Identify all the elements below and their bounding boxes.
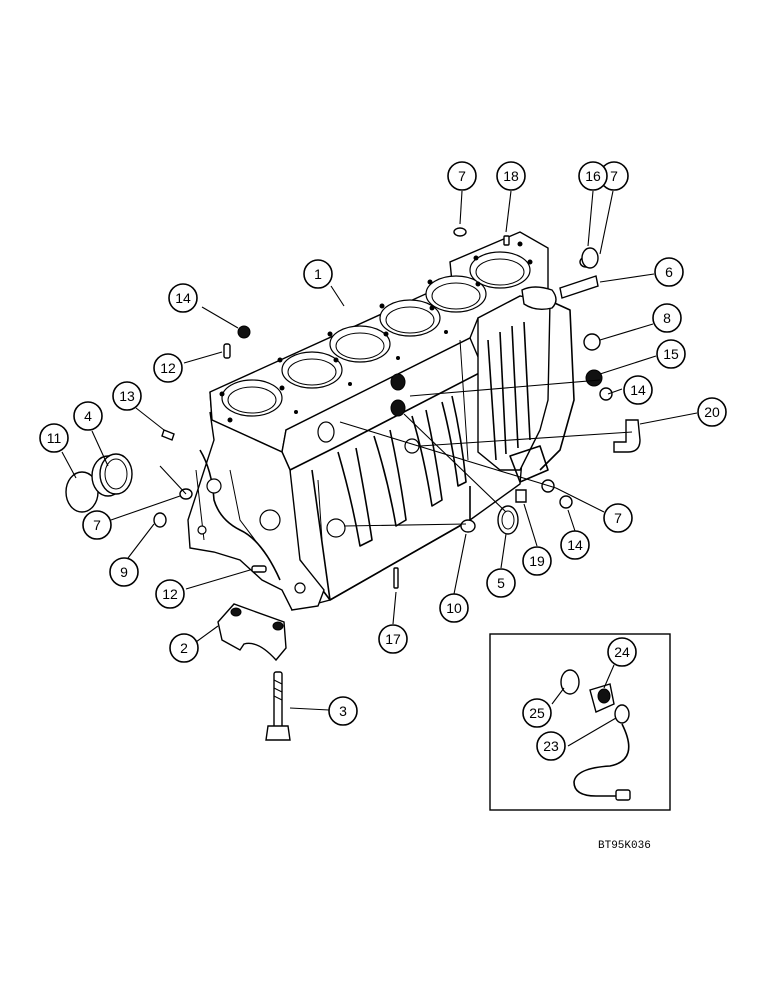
svg-text:15: 15 [663, 346, 679, 362]
svg-text:12: 12 [160, 360, 176, 376]
callout-14-top: 14 [168, 283, 198, 313]
svg-text:3: 3 [339, 703, 347, 719]
svg-text:4: 4 [84, 408, 92, 424]
svg-text:19: 19 [529, 553, 545, 569]
svg-text:18: 18 [503, 168, 519, 184]
callout-14-bottom: 14 [560, 530, 590, 560]
svg-text:12: 12 [162, 586, 178, 602]
sensor-detail-inset [489, 633, 671, 811]
svg-text:13: 13 [119, 388, 135, 404]
svg-text:10: 10 [446, 600, 462, 616]
svg-text:8: 8 [663, 310, 671, 326]
head-bolt-holes [219, 241, 533, 423]
callout-4: 4 [73, 401, 103, 431]
svg-text:7: 7 [458, 168, 466, 184]
callout-16: 16 [578, 161, 608, 191]
callout-17: 17 [378, 624, 408, 654]
svg-text:23: 23 [543, 738, 559, 754]
svg-text:7: 7 [610, 168, 618, 184]
svg-text:9: 9 [120, 564, 128, 580]
svg-text:2: 2 [180, 640, 188, 656]
callout-13: 13 [112, 381, 142, 411]
callout-15: 15 [656, 339, 686, 369]
callout-7-right-top: 7 [599, 161, 629, 191]
callout-5: 5 [486, 568, 516, 598]
svg-text:24: 24 [614, 644, 630, 660]
cylinder-block [187, 231, 575, 611]
reference-code: BT95K036 [598, 840, 651, 852]
callout-9: 9 [109, 557, 139, 587]
svg-text:25: 25 [529, 705, 545, 721]
svg-text:17: 17 [385, 631, 401, 647]
svg-text:11: 11 [47, 430, 62, 446]
callout-25: 25 [522, 698, 552, 728]
svg-text:20: 20 [704, 404, 720, 420]
callout-8: 8 [652, 303, 682, 333]
svg-text:16: 16 [585, 168, 601, 184]
callout-11: 11 [39, 423, 69, 453]
callout-12-bottom: 12 [155, 579, 185, 609]
svg-text:14: 14 [175, 290, 191, 306]
svg-text:7: 7 [93, 517, 101, 533]
callout-23: 23 [536, 731, 566, 761]
callout-3: 3 [328, 696, 358, 726]
callout-18: 18 [496, 161, 526, 191]
callout-2: 2 [169, 633, 199, 663]
callout-7-right-bottom: 7 [603, 503, 633, 533]
svg-text:1: 1 [314, 266, 322, 282]
callout-19: 19 [522, 546, 552, 576]
svg-text:6: 6 [665, 264, 673, 280]
callout-7-top: 7 [447, 161, 477, 191]
svg-text:14: 14 [567, 537, 583, 553]
callout-1: 1 [303, 259, 333, 289]
callout-10: 10 [439, 593, 469, 623]
callout-7-left: 7 [82, 510, 112, 540]
leader-lines [61, 190, 698, 747]
callout-14-right: 14 [623, 375, 653, 405]
callout-20: 20 [697, 397, 727, 427]
callout-12-top: 12 [153, 353, 183, 383]
callout-24: 24 [607, 637, 637, 667]
svg-text:7: 7 [614, 510, 622, 526]
svg-text:5: 5 [497, 575, 505, 591]
loose-parts [65, 227, 641, 741]
svg-text:14: 14 [630, 382, 646, 398]
callout-6: 6 [654, 257, 684, 287]
